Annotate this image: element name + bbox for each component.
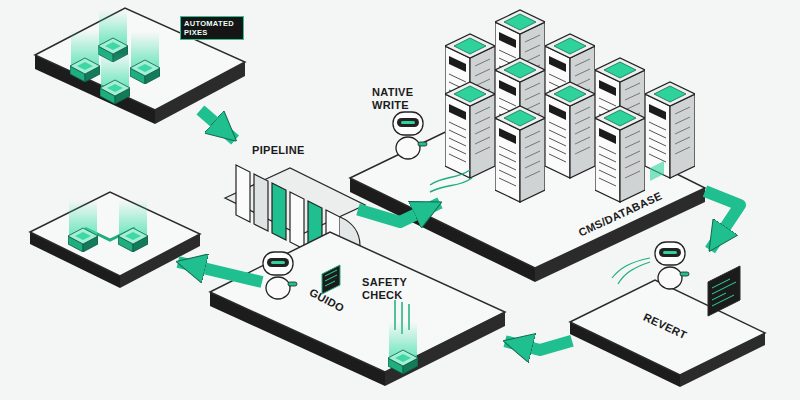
pipeline-panel (236, 165, 250, 222)
robot (393, 112, 427, 159)
database-platform: CMS/DATABASE (440, 8, 705, 270)
glow-chip (130, 32, 160, 84)
server-rack (645, 82, 695, 178)
node-label: PIPELINE (252, 144, 305, 157)
server-rack (595, 106, 645, 202)
glow-chip (388, 322, 418, 374)
node-label: GUIDO (307, 286, 346, 315)
revert-platform: REVERT (572, 250, 765, 375)
server-rack (545, 82, 595, 178)
platform-top (210, 232, 505, 372)
glow-chip (118, 200, 148, 252)
robot (655, 242, 689, 289)
node-label: SAFETY CHECK (362, 276, 424, 301)
cable (430, 170, 472, 192)
fixes-platform: AUTOMATED PIXES (40, 10, 245, 110)
node-label: AUTOMATED PIXES (180, 16, 244, 40)
glow-chip (68, 200, 98, 252)
robot (263, 252, 297, 299)
node-label: NATIVE WRITE (372, 86, 427, 111)
server-rack (445, 82, 495, 178)
node-label: CMS/DATABASE (577, 189, 664, 239)
platform-top (35, 8, 245, 110)
pipeline-stage: PIPELINE (228, 140, 358, 240)
status-light (650, 161, 664, 181)
glow-chip (70, 30, 100, 82)
flow-arrow (358, 203, 440, 222)
code-screen (708, 266, 740, 316)
flow-arrow (200, 110, 235, 140)
flow-arrow (705, 191, 740, 250)
writer-robot: NATIVE WRITE (352, 80, 432, 155)
flow-arrow (505, 341, 572, 350)
flow-arrow (178, 262, 262, 282)
pipeline-panel (254, 174, 268, 231)
pipeline-panel (272, 183, 286, 240)
safety-platform: GUIDO SAFETY CHECK (210, 232, 505, 377)
platform-top (30, 192, 200, 276)
server-rack (495, 106, 545, 202)
check-lines (325, 270, 337, 286)
node-label: REVERT (642, 311, 689, 342)
check-panel (322, 265, 340, 294)
glow-chip (100, 52, 130, 104)
pipeline-panel (290, 192, 304, 249)
cable (612, 258, 650, 284)
code-lines (712, 279, 736, 306)
